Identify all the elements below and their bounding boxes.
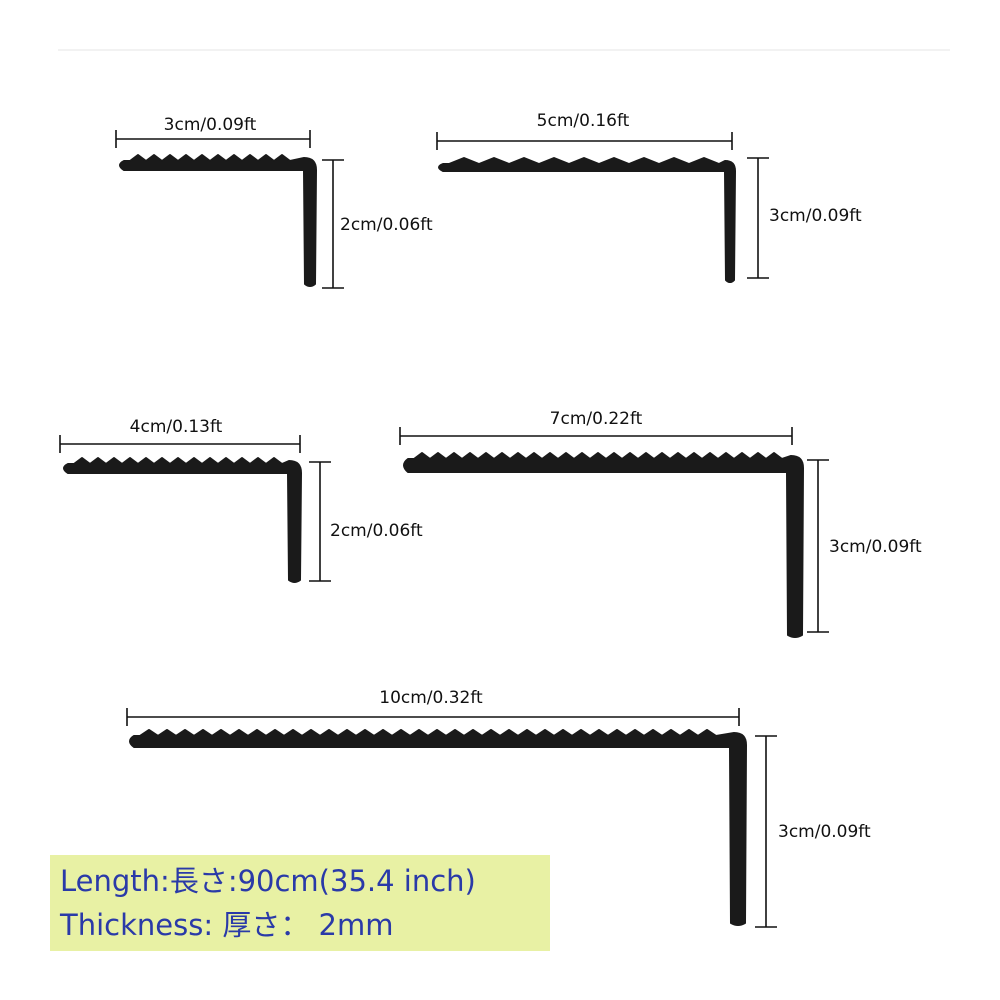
- length-label: Length:: [60, 864, 170, 898]
- height-label: 2cm/0.06ft: [340, 215, 433, 235]
- length-line: Length:長さ:90cm(35.4 inch): [60, 859, 540, 903]
- thickness-value: 厚さ： 2mm: [222, 908, 394, 942]
- profile-shape: [129, 729, 747, 926]
- width-label: 7cm/0.22ft: [550, 409, 643, 429]
- profile-shape: [119, 154, 317, 287]
- stair-profile-4: 7cm/0.22ft 3cm/0.09ft: [399, 409, 922, 638]
- stair-profile-3: 4cm/0.13ft 2cm/0.06ft: [59, 417, 423, 583]
- height-label: 3cm/0.09ft: [829, 537, 922, 557]
- height-label: 3cm/0.09ft: [769, 206, 862, 226]
- width-label: 5cm/0.16ft: [537, 111, 630, 131]
- profile-shape: [63, 457, 302, 583]
- height-label: 3cm/0.09ft: [778, 822, 871, 842]
- thickness-label: Thickness:: [60, 908, 223, 942]
- width-label: 10cm/0.32ft: [379, 688, 483, 708]
- spec-box: Length:長さ:90cm(35.4 inch) Thickness: 厚さ：…: [50, 855, 550, 951]
- stair-profile-2: 5cm/0.16ft 3cm/0.09ft: [436, 111, 862, 283]
- height-label: 2cm/0.06ft: [330, 521, 423, 541]
- profile-shape: [403, 452, 804, 638]
- width-label: 4cm/0.13ft: [130, 417, 223, 437]
- profile-shape: [438, 157, 736, 283]
- width-label: 3cm/0.09ft: [164, 115, 257, 135]
- stair-profile-5: 10cm/0.32ft 3cm/0.09ft: [126, 688, 871, 928]
- length-value: 長さ:90cm(35.4 inch): [169, 864, 476, 898]
- stair-profile-1: 3cm/0.09ft 2cm/0.06ft: [115, 115, 433, 289]
- thickness-line: Thickness: 厚さ： 2mm: [60, 903, 540, 947]
